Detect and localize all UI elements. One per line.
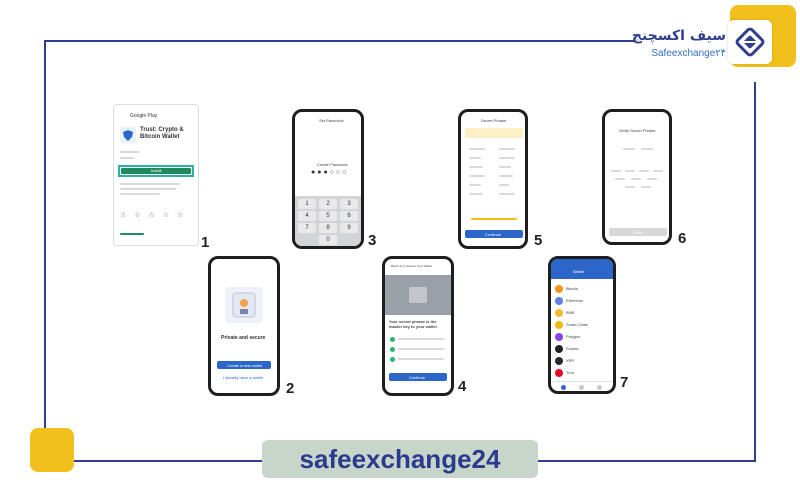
frame-right-line	[754, 82, 756, 462]
ethereum-icon	[555, 297, 563, 305]
bottom-nav	[551, 381, 613, 391]
step-number-7: 7	[620, 374, 629, 391]
bitcoin-icon	[555, 285, 563, 293]
private-secure-title: Private and secure	[221, 335, 266, 341]
frame-bottom-right-line	[538, 460, 756, 462]
brand-logo: سیف اکسچنج Safeexchange۲۴	[632, 14, 790, 74]
nav-settings-icon[interactable]	[597, 385, 602, 390]
xrp-icon	[555, 357, 563, 365]
smart-chain-icon	[555, 321, 563, 329]
passcode-subtitle: Create Passcode	[317, 162, 348, 167]
screen-step-4: Back Up to Secure Your Wallet Your secre…	[382, 256, 454, 396]
brand-banner: safeexchange24	[262, 440, 538, 478]
rating-stars: ☆☆☆☆☆	[120, 212, 192, 219]
keypad: 1 2 3 4 5 6 7 8 9 0	[295, 196, 361, 246]
create-wallet-button[interactable]: Create a new wallet	[217, 361, 271, 369]
nav-browser-icon[interactable]	[579, 385, 584, 390]
frame-left-line	[44, 40, 46, 435]
brand-logo-icon	[728, 20, 772, 64]
key-1[interactable]: 1	[298, 199, 316, 209]
key-9[interactable]: 9	[340, 223, 358, 233]
warning-banner	[465, 128, 523, 138]
backup-header: Back Up to Secure Your Wallet	[391, 264, 432, 268]
wallet-header: Wallet	[551, 259, 613, 279]
step-number-1: 1	[201, 234, 210, 251]
bnb-icon	[555, 309, 563, 317]
key-3[interactable]: 3	[340, 199, 358, 209]
passcode-dots: ●●●○○○	[311, 169, 349, 176]
step-number-5: 5	[534, 232, 543, 249]
passcode-header: Set Passcode	[319, 118, 344, 123]
brand-name-fa: سیف اکسچنج	[631, 28, 726, 44]
screen-step-3: Set Passcode Create Passcode ●●●○○○ 1 2 …	[292, 109, 364, 249]
backup-illustration	[385, 275, 451, 315]
frame-bottom-left-line	[74, 460, 262, 462]
nav-wallet-icon[interactable]	[561, 385, 566, 390]
screen-step-6: Verify Secret Phrase Done	[602, 109, 672, 245]
step-number-6: 6	[678, 230, 687, 247]
step-number-2: 2	[286, 380, 295, 397]
google-play-title: Google Play	[130, 113, 158, 119]
step-number-4: 4	[458, 378, 467, 395]
tron-icon	[555, 369, 563, 377]
backup-text: Your secret phrase is the master key to …	[389, 319, 437, 329]
solana-icon	[555, 345, 563, 353]
screen-step-5: Secret Phrase Continue	[458, 109, 528, 249]
install-highlight	[118, 165, 194, 177]
key-2[interactable]: 2	[319, 199, 337, 209]
screen-step-7: Wallet Bitcoin Ethereum BNB Smart Chain …	[548, 256, 616, 394]
continue-button-4[interactable]: Continue	[389, 373, 447, 381]
key-5[interactable]: 5	[319, 211, 337, 221]
trust-wallet-icon	[120, 127, 136, 143]
secret-phrase-header: Secret Phrase	[481, 118, 507, 123]
vault-illustration	[225, 287, 263, 323]
done-button[interactable]: Done	[609, 228, 667, 236]
continue-button-5[interactable]: Continue	[465, 230, 523, 238]
key-6[interactable]: 6	[340, 211, 358, 221]
corner-accent-bottom-left	[30, 428, 74, 472]
verify-header: Verify Secret Phrase	[619, 128, 656, 133]
screen-step-1: Google Play Trust: Crypto & Bitcoin Wall…	[113, 104, 199, 246]
key-0[interactable]: 0	[319, 235, 337, 245]
key-8[interactable]: 8	[319, 223, 337, 233]
step-number-3: 3	[368, 232, 377, 249]
brand-name-en: Safeexchange۲۴	[651, 48, 726, 59]
frame-top-line	[44, 40, 634, 42]
key-7[interactable]: 7	[298, 223, 316, 233]
polygon-icon	[555, 333, 563, 341]
install-button[interactable]: Install	[121, 168, 191, 174]
existing-wallet-link[interactable]: I already have a wallet	[223, 375, 263, 380]
app-name: Trust: Crypto & Bitcoin Wallet	[140, 127, 184, 140]
screen-step-2: Private and secure Create a new wallet I…	[208, 256, 280, 396]
key-4[interactable]: 4	[298, 211, 316, 221]
